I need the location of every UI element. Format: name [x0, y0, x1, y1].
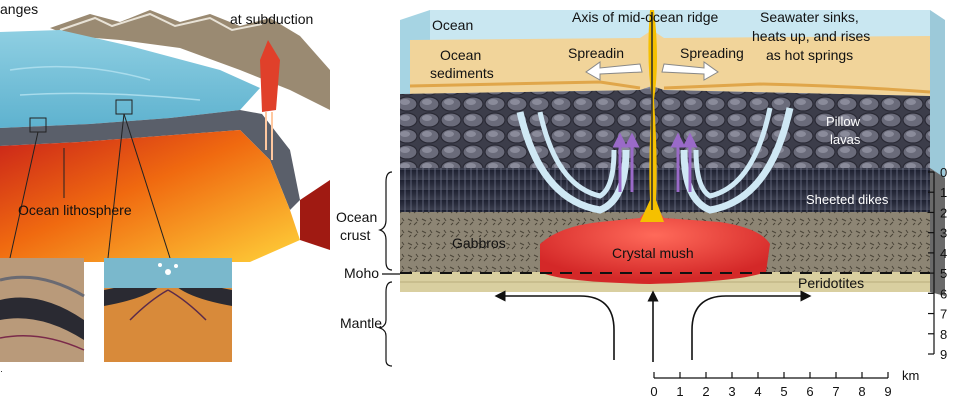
label-mantle: Mantle: [340, 315, 382, 331]
ocean-sediments: [410, 30, 930, 96]
label-seawater-3: as hot springs: [766, 47, 853, 63]
km-unit-label: km: [902, 368, 919, 383]
label-ocean: Ocean: [432, 17, 473, 33]
label-spreading-left: Spreadin: [568, 45, 624, 61]
label-gabbros: Gabbros: [452, 235, 506, 251]
label-spreading-right: Spreading: [680, 45, 744, 61]
label-sheeted-dikes: Sheeted dikes: [806, 192, 889, 207]
depth-tick-label: 4: [940, 246, 947, 261]
hydrothermal-loops: [516, 107, 794, 214]
label-moho: Moho: [344, 265, 379, 281]
mantle-flow-arrows: [494, 290, 812, 362]
label-pillow-1: Pillow: [826, 114, 861, 129]
inset-ridge: [104, 258, 232, 362]
label-subduction: at subduction: [230, 11, 313, 27]
crystal-mush: [540, 209, 770, 284]
depth-tick-label: 6: [940, 286, 947, 301]
lithosphere-slab: [0, 110, 300, 210]
km-tick-label: 1: [676, 384, 683, 399]
km-tick-label: 8: [858, 384, 865, 399]
depth-tick-label: 3: [940, 226, 947, 241]
km-tick-label: 3: [728, 384, 735, 399]
label-crust-2: crust: [340, 227, 370, 243]
label-seawater-2: heats up, and rises: [752, 28, 870, 44]
inset-subduction: [0, 258, 85, 362]
label-ranges: anges: [0, 1, 38, 17]
label-crust-1: Ocean: [336, 209, 377, 225]
svg-text:·: ·: [0, 366, 3, 376]
depth-tick-label: 9: [940, 347, 947, 362]
brace-lines: [378, 171, 400, 367]
volcano-plume: [260, 40, 280, 112]
label-ridge-axis: Axis of mid-ocean ridge: [572, 9, 719, 25]
km-tick-label: 2: [702, 384, 709, 399]
ocean-surface: [0, 30, 260, 128]
spreading-arrows: [585, 61, 719, 81]
km-scale: km 0 1 2 3 4 5 6 7 8 9: [650, 368, 919, 399]
depth-tick-label: 8: [940, 327, 947, 342]
label-pillow-2: lavas: [830, 132, 861, 147]
left-panel: anges at subduction Ocean lithosphere ·: [0, 0, 330, 376]
label-ocean-lithosphere: Ocean lithosphere: [18, 202, 132, 218]
depth-scale: 0 1 2 3 4 5 6 7 8 9: [928, 165, 947, 362]
km-tick-label: 9: [884, 384, 891, 399]
depth-tick-label: 2: [940, 205, 947, 220]
pillow-lavas: [400, 86, 930, 172]
km-tick-label: 4: [754, 384, 761, 399]
sheeted-dikes: [400, 168, 930, 212]
label-sediments-2: sediments: [430, 65, 494, 81]
km-tick-label: 5: [780, 384, 787, 399]
depth-tick-label: 5: [940, 266, 947, 281]
km-tick-label: 6: [806, 384, 813, 399]
mountain-range: [50, 10, 330, 110]
depth-tick-label: 7: [940, 307, 947, 322]
label-sediments-1: Ocean: [440, 47, 481, 63]
depth-tick-label: 1: [940, 185, 947, 200]
label-crystal-mush: Crystal mush: [612, 245, 694, 261]
label-peridotites: Peridotites: [798, 275, 864, 291]
km-tick-label: 7: [832, 384, 839, 399]
km-tick-label: 0: [650, 384, 657, 399]
label-seawater-1: Seawater sinks,: [760, 9, 859, 25]
depth-tick-label: 0: [940, 165, 947, 180]
ridge-block-diagram: Ocean Axis of mid-ocean ridge Spreadin S…: [336, 9, 945, 367]
